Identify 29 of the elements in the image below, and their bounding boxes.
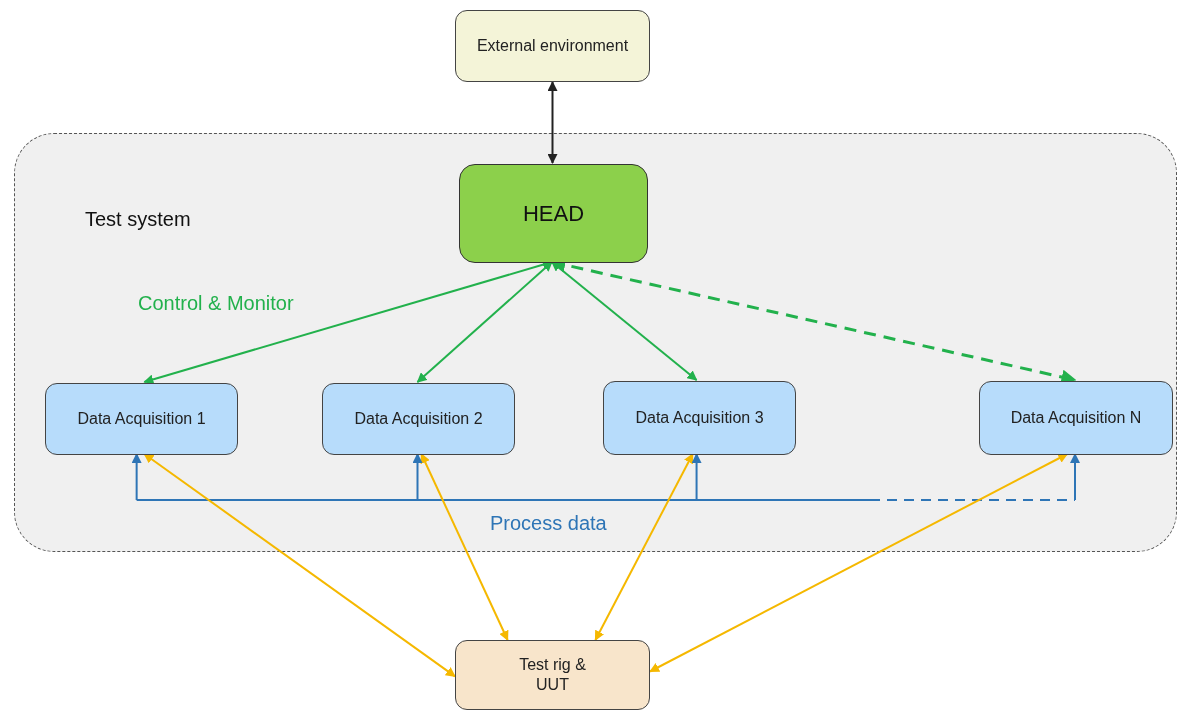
environment-box [455, 10, 650, 82]
arrow [594, 453, 694, 641]
arrow [416, 261, 553, 383]
group-title: Test system [85, 207, 191, 232]
test-rig-box [455, 640, 650, 710]
arrow [131, 453, 142, 501]
node-label: Data Acquisition 3 [635, 408, 764, 428]
system-boundary [14, 133, 1177, 552]
arrow [691, 453, 702, 501]
arrow [550, 261, 698, 381]
node-label: Data Acquisition 1 [77, 409, 206, 429]
arrow [547, 81, 558, 164]
annotation-text: Process data [490, 511, 607, 536]
head-box [459, 164, 648, 263]
arrow [420, 453, 509, 641]
node-label: External environment [475, 36, 630, 56]
arrow [143, 453, 456, 678]
acquisition-box [322, 383, 515, 455]
acquisition-box [979, 381, 1173, 455]
acquisition-box [45, 383, 238, 455]
node-label: Test rig & UUT [518, 655, 587, 695]
node-label: Data Acquisition N [1010, 408, 1142, 428]
annotation-text: Control & Monitor [138, 291, 294, 316]
node-label: HEAD [522, 200, 585, 228]
arrow [1070, 453, 1080, 501]
node-label: Data Acquisition 2 [354, 409, 483, 429]
arrow [412, 453, 423, 501]
arrow [649, 453, 1069, 673]
acquisition-box [603, 381, 796, 455]
